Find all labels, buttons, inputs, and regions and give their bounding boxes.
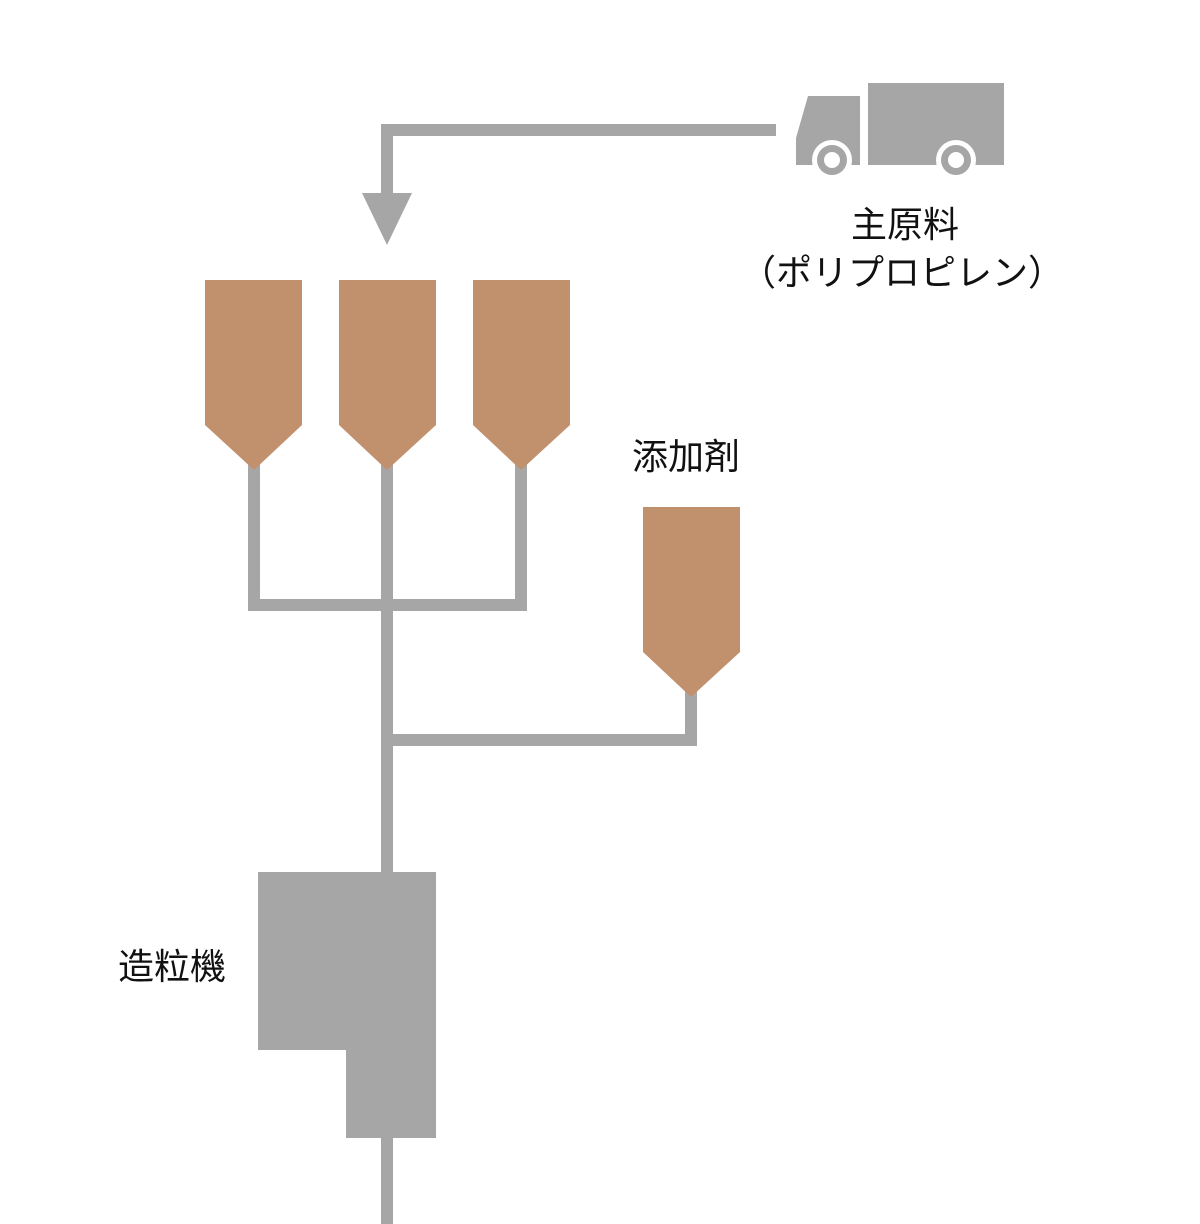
supply-pipe (381, 124, 776, 200)
silo-3 (473, 280, 570, 470)
additive-label: 添加剤 (632, 437, 741, 478)
truck-cargo-box (868, 83, 1004, 165)
main-material-detail-label: （ポリプロピレン） (740, 253, 1065, 294)
main-material-label: 主原料 (850, 205, 959, 246)
truck-icon (796, 83, 1004, 180)
silo-2 (339, 280, 436, 470)
granulator-machine (258, 872, 436, 1138)
additive-silo (643, 507, 740, 697)
silo-collection-pipes (248, 460, 697, 1224)
granulator-label: 造粒機 (118, 947, 227, 988)
arrow-down-icon (362, 193, 412, 245)
silo-1 (205, 280, 302, 470)
